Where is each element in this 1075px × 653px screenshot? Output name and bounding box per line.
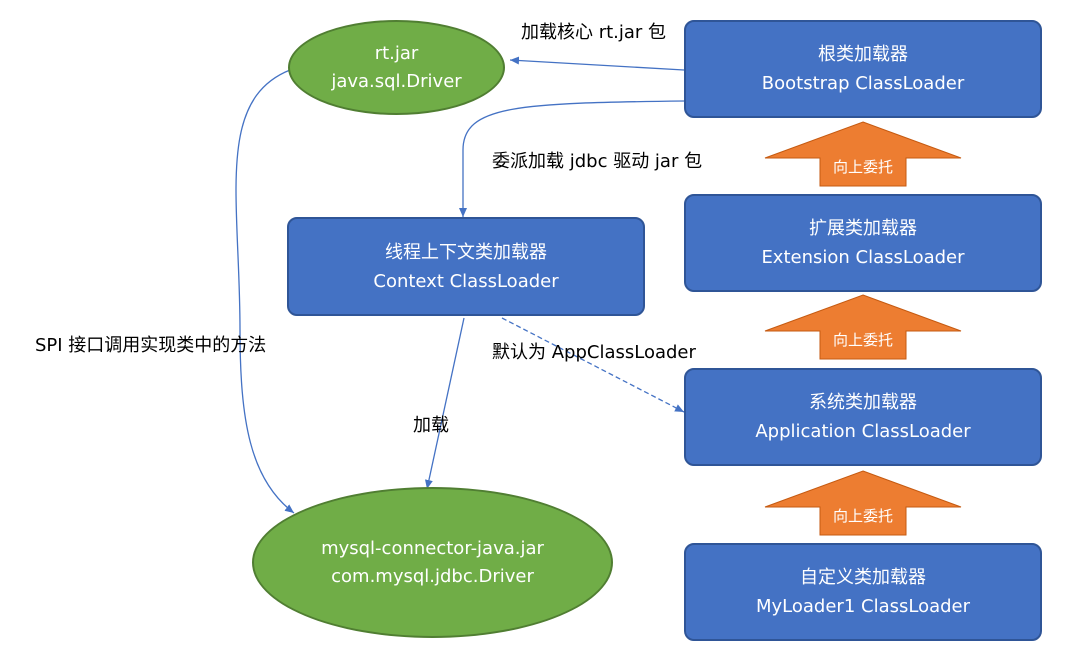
context-loader-box: 线程上下文类加载器 Context ClassLoader [287, 217, 645, 316]
application-loader-title: 系统类加载器 [809, 392, 917, 413]
custom-loader-box: 自定义类加载器 MyLoader1 ClassLoader [684, 543, 1042, 641]
label-load-core: 加载核心 rt.jar 包 [521, 22, 667, 43]
custom-loader-title: 自定义类加载器 [800, 567, 926, 588]
custom-loader-subtitle: MyLoader1 ClassLoader [755, 596, 971, 617]
application-loader-box: 系统类加载器 Application ClassLoader [684, 368, 1042, 466]
connector-default-app [501, 317, 685, 413]
delegate-up-arrow-3: 向上委托 [763, 470, 963, 536]
context-loader-title: 线程上下文类加载器 [385, 241, 547, 263]
delegate-up-label-3: 向上委托 [832, 507, 893, 525]
rt-jar-name: rt.jar [374, 42, 419, 64]
delegate-up-label-2: 向上委托 [832, 331, 893, 349]
extension-loader-title: 扩展类加载器 [809, 218, 917, 239]
connector-delegate-jdbc [459, 100, 685, 217]
delegate-up-arrow-1: 向上委托 [763, 121, 963, 187]
connector-spi [235, 69, 295, 514]
rt-jar-class: java.sql.Driver [331, 70, 462, 92]
mysql-jar-class: com.mysql.jdbc.Driver [331, 565, 534, 587]
label-spi: SPI 接口调用实现类中的方法 [35, 335, 267, 356]
label-default-app: 默认为 AppClassLoader [492, 342, 696, 363]
extension-loader-subtitle: Extension ClassLoader [761, 247, 965, 268]
up-arrow-icon [764, 470, 962, 536]
up-arrow-icon [764, 294, 962, 360]
connector-load [424, 317, 465, 490]
bootstrap-loader-box: 根类加载器 Bootstrap ClassLoader [684, 20, 1042, 118]
application-loader-subtitle: Application ClassLoader [755, 421, 971, 442]
delegate-up-label-1: 向上委托 [832, 158, 893, 176]
mysql-jar-name: mysql-connector-java.jar [321, 537, 544, 559]
extension-loader-box: 扩展类加载器 Extension ClassLoader [684, 194, 1042, 292]
bootstrap-loader-subtitle: Bootstrap ClassLoader [761, 73, 965, 94]
label-load: 加载 [413, 415, 449, 436]
bootstrap-loader-title: 根类加载器 [818, 44, 908, 65]
up-arrow-icon [764, 121, 962, 187]
connector-load-core [509, 56, 685, 71]
rt-jar-ellipse: rt.jar java.sql.Driver [288, 20, 505, 115]
mysql-jar-ellipse: mysql-connector-java.jar com.mysql.jdbc.… [252, 487, 613, 638]
label-delegate-jdbc: 委派加载 jdbc 驱动 jar 包 [492, 151, 703, 172]
delegate-up-arrow-2: 向上委托 [763, 294, 963, 360]
context-loader-subtitle: Context ClassLoader [373, 270, 559, 292]
